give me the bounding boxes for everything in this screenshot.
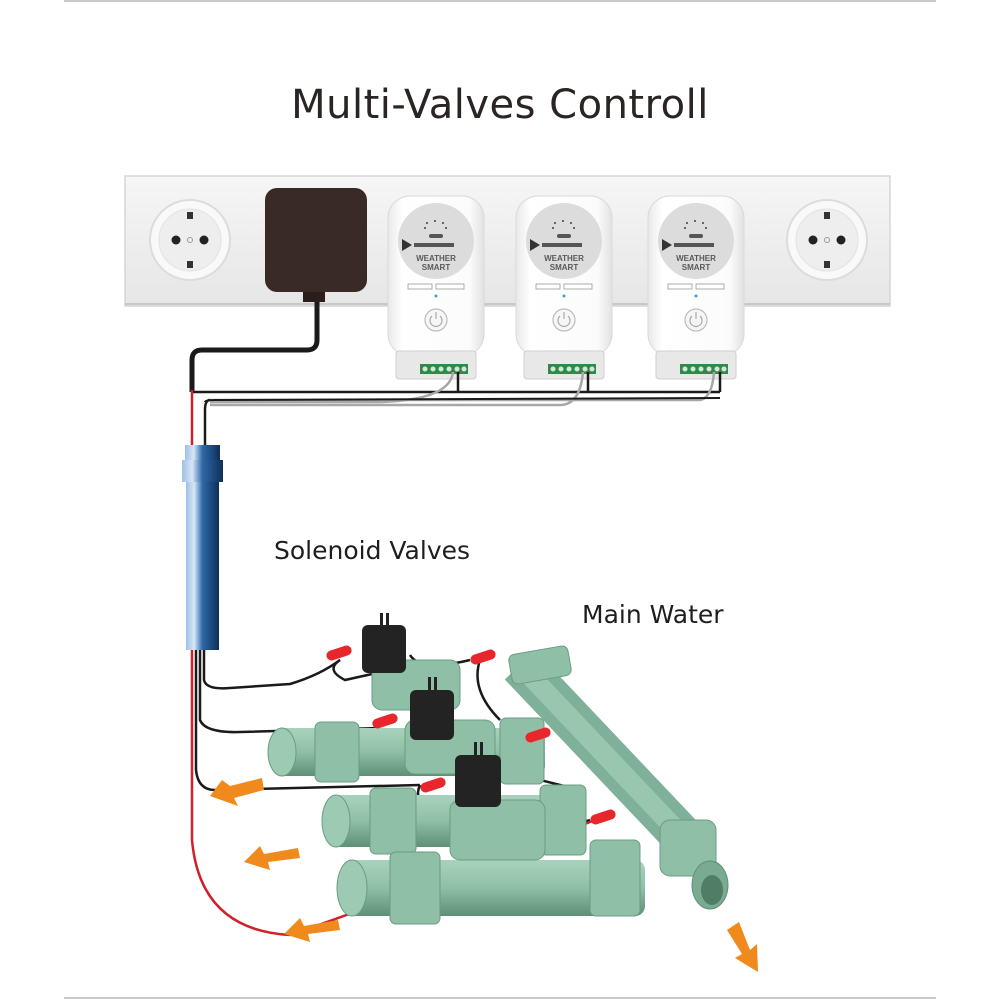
- controller-2-brand: WEATHER SMART: [544, 254, 584, 272]
- arrow-main-out: [727, 922, 758, 972]
- wall-panel: [124, 175, 891, 307]
- controller-1-brand: WEATHER SMART: [416, 254, 456, 272]
- label-main-water: Main Water: [582, 600, 724, 629]
- solenoid-3: [455, 742, 501, 807]
- main-water-pipe: [504, 645, 729, 910]
- solenoid-1: [362, 613, 406, 673]
- common-wire: [192, 372, 722, 394]
- arrow-outlet-1: [210, 778, 264, 806]
- socket-left: [149, 199, 231, 281]
- socket-right: [786, 199, 868, 281]
- adapter-cable: [189, 302, 320, 392]
- diagram-title: Multi-Valves Controll: [291, 82, 709, 128]
- controller-1: [387, 195, 485, 380]
- label-solenoid-valves: Solenoid Valves: [274, 536, 471, 565]
- top-border: [64, 0, 936, 2]
- solenoid-2: [410, 677, 454, 740]
- power-adapter: [265, 188, 367, 302]
- bottom-border: [64, 997, 936, 999]
- arrow-outlet-3: [284, 918, 340, 942]
- flow-arrows: [210, 778, 758, 972]
- valve-branch-3: [336, 839, 645, 925]
- controller-3-brand: WEATHER SMART: [676, 254, 716, 272]
- wire-connectors: [326, 645, 616, 825]
- waterproof-tube: [182, 445, 223, 650]
- controller-3: [647, 195, 745, 380]
- arrow-outlet-2: [244, 846, 300, 870]
- solenoids: [362, 613, 501, 807]
- controller-2: [515, 195, 613, 380]
